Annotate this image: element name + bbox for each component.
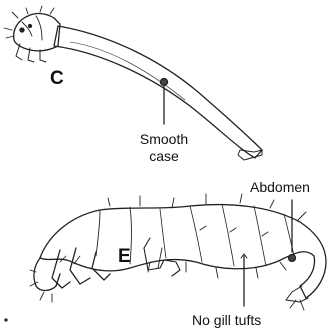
gill-tufts-pointer: [241, 254, 247, 306]
figure-letter-c: C: [50, 68, 64, 90]
caddisfly-larva-body-e: [40, 204, 326, 310]
abdomen-label: Abdomen: [250, 179, 310, 196]
smooth-case-label-line2: case: [122, 148, 206, 165]
smooth-case-label-line1: Smooth: [122, 131, 206, 148]
figure-letter-e: E: [118, 246, 131, 268]
abdomen-pointer: [289, 200, 296, 262]
smooth-case-label: Smooth case: [122, 131, 206, 165]
caddisfly-larva-head-c: [4, 6, 60, 62]
stray-mark: [5, 319, 7, 321]
no-gill-tufts-label: No gill tufts: [192, 312, 261, 329]
smooth-case-pointer: [161, 79, 168, 125]
head-and-legs-e: [30, 238, 180, 302]
